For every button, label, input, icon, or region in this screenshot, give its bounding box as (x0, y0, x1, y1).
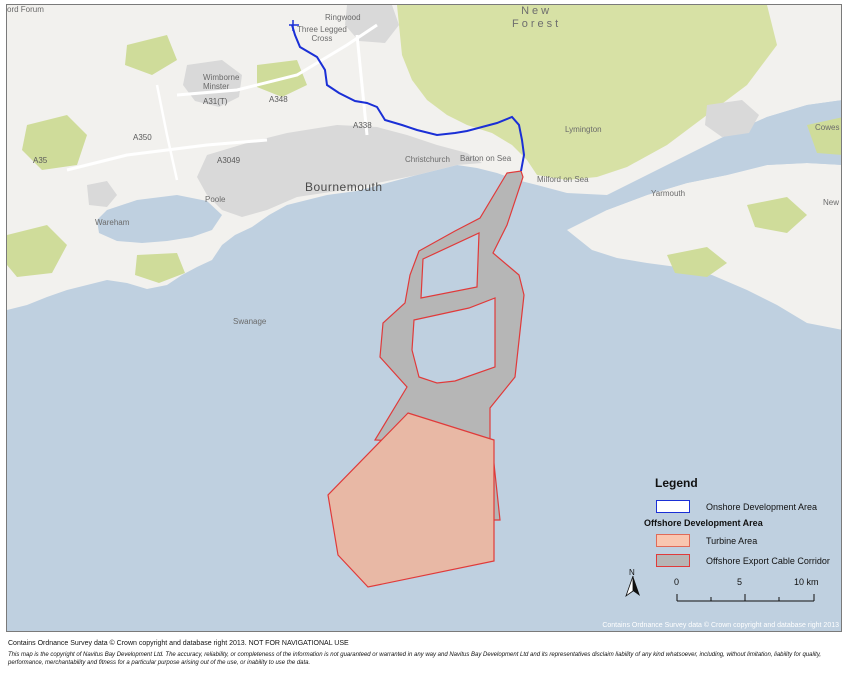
legend: Legend Onshore Development Area Offshore… (634, 474, 840, 578)
map-canvas[interactable] (7, 5, 842, 632)
scale-label-0: 0 (674, 577, 680, 587)
turbine-area (327, 412, 495, 588)
road-a35 (66, 138, 268, 172)
legend-swatch-onshore (656, 500, 690, 513)
north-arrow-glyph (625, 576, 640, 598)
scale-bar: 0 5 10 km (668, 577, 838, 607)
road-label-a338: A338 (353, 121, 372, 130)
road-a350 (155, 84, 179, 181)
green-patch-3 (7, 225, 67, 277)
place-label-newport: New (823, 198, 840, 207)
ringwood-urban (345, 5, 399, 43)
new-forest-area (397, 5, 777, 180)
footer-disclaimer: This map is the copyright of Navitus Bay… (8, 652, 822, 666)
green-patch-1 (22, 115, 87, 170)
place-label-bournemouth: Bournemouth (305, 180, 383, 194)
road-label-a350: A350 (133, 133, 152, 142)
scale-bar-graphic (676, 594, 815, 602)
green-patch-6 (747, 197, 807, 233)
footer-copyright: Contains Ordnance Survey data © Crown co… (8, 640, 349, 647)
wimborne-urban (183, 60, 242, 107)
place-label-ringwood: Ringwood (325, 13, 361, 22)
road-label-a3049: A3049 (217, 156, 241, 165)
place-label-swanage: Swanage (233, 317, 267, 326)
legend-label-onshore: Onshore Development Area (706, 502, 818, 512)
road-label-a35: A35 (33, 156, 48, 165)
legend-swatch-turbine (656, 534, 690, 547)
legend-label-turbine: Turbine Area (706, 536, 758, 546)
place-label-milford-on-sea: Milford on Sea (537, 175, 589, 184)
green-patch-5 (667, 247, 727, 277)
place-label-cowes: Cowes (815, 123, 840, 132)
road-label-a31t: A31(T) (203, 97, 228, 106)
green-patch-2 (125, 35, 177, 75)
scale-label-10km: 10 km (794, 577, 819, 587)
onshore-route-start (289, 20, 299, 31)
map-attribution: Contains Ordnance Survey data © Crown co… (602, 622, 839, 629)
place-label-poole: Poole (205, 195, 226, 204)
place-label-new-forest: New Forest (512, 5, 562, 30)
place-label-christchurch: Christchurch (405, 155, 450, 164)
north-label: N (629, 568, 635, 577)
place-label-cut: ord Forum (7, 5, 44, 14)
green-patch-4 (135, 253, 185, 283)
north-arrow-icon: N (622, 568, 644, 598)
onshore-development-route (291, 24, 526, 172)
legend-subheading-offshore: Offshore Development Area (644, 518, 763, 528)
legend-swatch-cable (656, 554, 690, 567)
poole-harbour (97, 195, 222, 243)
place-label-wareham: Wareham (95, 218, 130, 227)
bournemouth-urban (197, 125, 482, 217)
green-patch-7 (807, 117, 841, 155)
road-label-a348: A348 (269, 95, 288, 104)
place-label-wimborne-minster: Wimborne Minster (203, 73, 240, 91)
place-label-yarmouth: Yarmouth (651, 189, 686, 198)
legend-title: Legend (655, 476, 698, 490)
legend-label-cable: Offshore Export Cable Corridor (706, 556, 830, 566)
place-label-barton-on-sea: Barton on Sea (460, 154, 512, 163)
map-panel[interactable]: ord Forum Ringwood Three Legged Cross Wi… (6, 4, 842, 632)
wareham-urban (87, 181, 117, 207)
lymington-urban (705, 100, 759, 137)
road-a338 (355, 34, 369, 136)
solent-water (607, 100, 841, 210)
place-label-three-legged-cross: Three Legged Cross (297, 25, 347, 43)
place-label-lymington: Lymington (565, 125, 602, 134)
scale-label-5: 5 (737, 577, 743, 587)
